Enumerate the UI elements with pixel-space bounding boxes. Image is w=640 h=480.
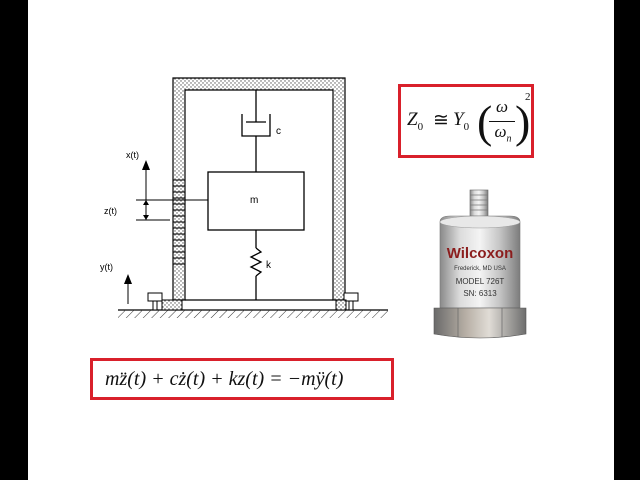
y-subscript: 0 <box>463 120 470 133</box>
mass-label: m <box>250 195 258 206</box>
fraction-denominator: ωn <box>490 122 516 144</box>
damper-label: c <box>276 126 281 137</box>
spring <box>249 230 263 300</box>
base-ground <box>118 292 388 318</box>
equation-of-motion-box: mz̈(t) + cż(t) + kz(t) = −mÿ(t) <box>90 358 394 400</box>
spring-label: k <box>266 260 272 271</box>
y-symbol: Y <box>453 109 464 130</box>
seismic-sensor-diagram: c m k <box>100 77 388 318</box>
y-label: y(t) <box>100 262 113 272</box>
damper <box>241 90 271 172</box>
exponent: 2 <box>525 91 531 103</box>
y-arrow <box>124 274 132 304</box>
approx-symbol: ≅ <box>433 110 449 131</box>
z-arrow <box>136 199 170 221</box>
omega-subscript: n <box>506 133 512 145</box>
sensor-serial: SN: 6313 <box>463 289 497 298</box>
fraction-bar <box>489 121 515 122</box>
amplitude-coefficient: Y0 <box>453 109 469 133</box>
omega-symbol: ω <box>494 122 507 141</box>
x-arrow <box>142 160 150 200</box>
right-paren: ) <box>515 96 531 147</box>
fraction-numerator: ω <box>495 97 508 116</box>
slide: c m k <box>28 0 614 480</box>
accelerometer-image: Wilcoxon Frederick, MD USA MODEL 726T SN… <box>433 189 527 339</box>
z-symbol: Z <box>407 109 418 130</box>
left-paren: ( <box>477 96 493 147</box>
scale-ticks <box>173 179 185 265</box>
sensor-model: MODEL 726T <box>456 277 505 286</box>
amplitude-lhs: Z0 <box>407 109 423 133</box>
amplitude-equation-box: Z0 ≅ Y0 ( ω ωn ) 2 <box>398 84 534 158</box>
z-label: z(t) <box>104 206 117 216</box>
z-subscript: 0 <box>417 120 424 133</box>
equation-of-motion: mz̈(t) + cż(t) + kz(t) = −mÿ(t) <box>105 368 344 390</box>
sensor-brand: Wilcoxon <box>447 245 514 262</box>
sensor-location: Frederick, MD USA <box>454 266 506 272</box>
x-label: x(t) <box>126 150 139 160</box>
